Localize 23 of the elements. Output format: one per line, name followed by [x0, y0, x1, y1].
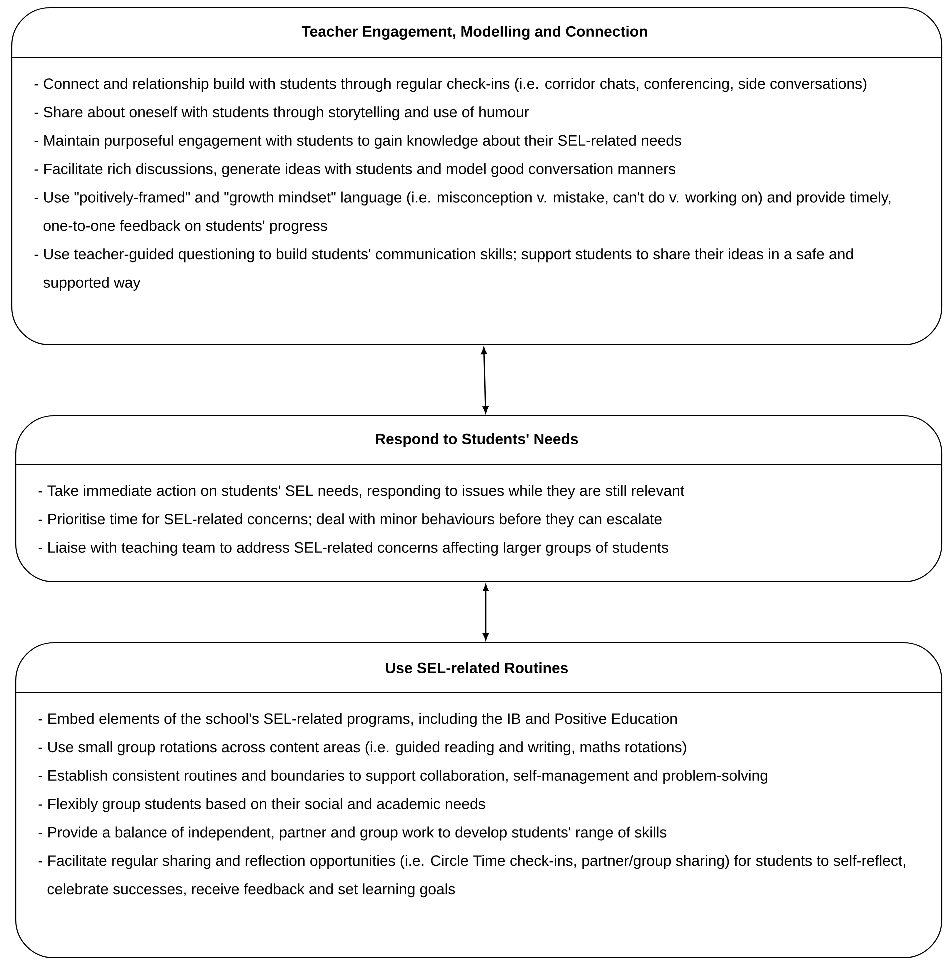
bullet-text: - Flexibly group students based on their social and academic needs	[38, 798, 486, 812]
bullet-text: - Prioritise time for SEL-related concerns; deal with minor behaviours before they can escalate	[38, 514, 662, 528]
bullet-text: - Take immediate action on students' SEL needs, responding to issues while they are still relevant	[38, 485, 685, 500]
bullet-text: - Connect and relationship build with students through regular check-ins (i.e. corridor chats, conferencing, side conversations)	[34, 78, 867, 92]
bullet-text: - Embed elements of the school's SEL-related programs, including the IB and Positive Education	[38, 713, 677, 728]
heading: Respond to Students' Needs	[376, 434, 578, 448]
bullet-text: - Use "poitively-framed" and "growth mindset" language (i.e. misconception v. mistake, can't do v. working on) and provide timely, one-to-one feedback on students' progress	[34, 192, 891, 234]
bullet-text: - Facilitate rich discussions, generate ideas with students and model good conversation manners	[34, 163, 676, 178]
bullet-text: - Use small group rotations across content areas (i.e. guided reading and writing, maths rotations)	[38, 742, 686, 756]
heading: Teacher Engagement, Modelling and Connection	[302, 26, 648, 40]
section-card	[15, 415, 943, 583]
double-arrow	[481, 348, 489, 414]
bullet-text: - Establish consistent routines and boundaries to support collaboration, self-management and problem-solving	[38, 770, 768, 784]
double-arrow	[483, 584, 489, 641]
heading: Use SEL-related Routines	[386, 662, 568, 674]
section-card	[15, 642, 943, 959]
bullet-text: - Use teacher-guided questioning to build students' communication skills; support students to share their ideas in a safe and supported way	[34, 248, 854, 291]
section-card	[11, 7, 943, 346]
bullet-text: - Liaise with teaching team to address SEL-related concerns affecting larger groups of students	[38, 542, 668, 556]
bullet-text: - Share about oneself with students through storytelling and use of humour	[34, 106, 530, 121]
bullet-text: - Provide a balance of independent, partner and group work to develop students' range of skills	[38, 826, 667, 841]
bullet-text: - Facilitate regular sharing and reflection opportunities (i.e. Circle Time check-ins, partner/group sharing) for students to self-reflect, celebrate successes, receive feedback and set learning goals	[38, 855, 906, 898]
bullet-text: - Maintain purposeful engagement with students to gain knowledge about their SEL-related needs	[34, 135, 682, 149]
